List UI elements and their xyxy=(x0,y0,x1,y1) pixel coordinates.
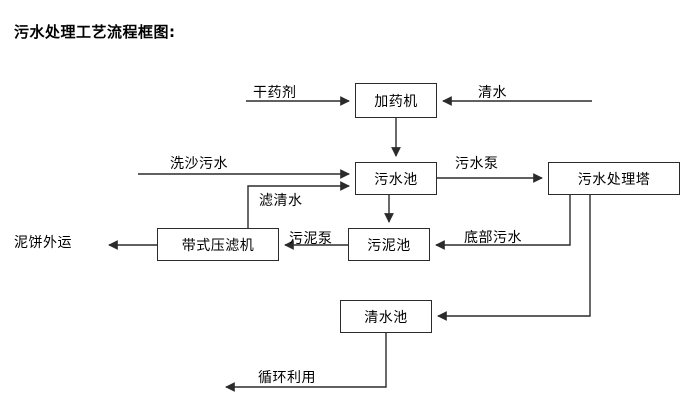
node-sewage-pool[interactable]: 污水池 xyxy=(355,162,437,195)
node-dosing-machine[interactable]: 加药机 xyxy=(355,83,437,118)
node-label: 加药机 xyxy=(374,93,418,110)
edge-label-clean-water: 清水 xyxy=(478,85,507,101)
node-label: 污泥池 xyxy=(367,237,411,254)
node-clear-water-pool[interactable]: 清水池 xyxy=(340,300,432,333)
edge-label-sewage-pump: 污水泵 xyxy=(455,156,499,172)
node-label: 带式压滤机 xyxy=(181,237,255,254)
page-title: 污水处理工艺流程框图: xyxy=(14,23,176,41)
node-label: 清水池 xyxy=(364,309,408,326)
edge-label-bottom-sewage: 底部污水 xyxy=(464,230,522,246)
connector-tower-to-clear-water-pool xyxy=(437,195,591,321)
edge-label-dry-agent: 干药剂 xyxy=(253,85,297,101)
edge-label-recycle: 循环利用 xyxy=(258,370,316,386)
connector-clear-water-recycle xyxy=(225,333,387,392)
node-sludge-pool[interactable]: 污泥池 xyxy=(348,228,430,261)
edge-label-mud-cake-outbound: 泥饼外运 xyxy=(14,235,72,251)
connector-bottom-sewage-to-sludge xyxy=(435,195,571,250)
edge-label-filtrate: 滤清水 xyxy=(259,193,303,209)
node-treatment-tower[interactable]: 污水处理塔 xyxy=(548,162,680,195)
node-label: 污水池 xyxy=(374,171,418,188)
node-belt-filter-press[interactable]: 带式压滤机 xyxy=(157,228,279,261)
node-label: 污水处理塔 xyxy=(577,171,651,188)
edge-label-sand-wash-sewage: 洗沙污水 xyxy=(170,156,228,172)
edge-label-sludge-pump: 污泥泵 xyxy=(289,231,333,247)
connector-filtrate-to-sewage-pool xyxy=(247,181,350,228)
